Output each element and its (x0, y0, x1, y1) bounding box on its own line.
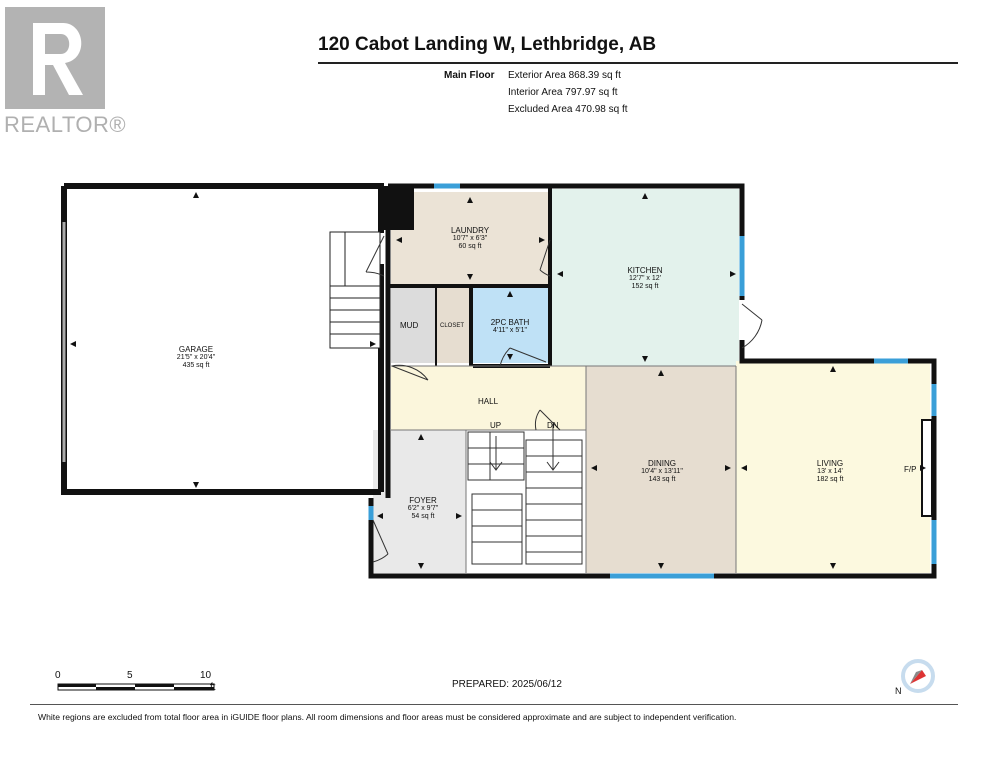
kitchen-fill (551, 189, 739, 367)
scale-unit: ft (210, 682, 216, 693)
garage-stairs (329, 231, 381, 349)
door-swings (365, 235, 763, 563)
room-foyer: FOYER 6'2" x 9'7" 54 sq ft (388, 496, 458, 521)
dining-area: 143 sq ft (648, 476, 676, 483)
excluded-area: Excluded Area 470.98 sq ft (508, 104, 628, 115)
windows (368, 183, 937, 579)
fireplace-label: F/P (904, 465, 917, 474)
stair-arrows (489, 424, 560, 471)
compass-icon (901, 659, 935, 693)
kitchen-name: KITCHEN (627, 266, 663, 275)
kitchen-area: 152 sq ft (631, 283, 659, 290)
interior-area: Interior Area 797.97 sq ft (508, 87, 618, 98)
realtor-r-logo-icon (5, 7, 105, 109)
prepared-date: PREPARED: 2025/06/12 (452, 679, 562, 690)
scale-tick-0: 0 (55, 670, 61, 681)
dining-name: DINING (648, 459, 676, 468)
realtor-wordmark: REALTOR® (4, 112, 126, 138)
page-title: 120 Cabot Landing W, Lethbridge, AB (318, 34, 657, 55)
stair-down-label: DN (547, 421, 559, 430)
room-bath: 2PC BATH 4'11" x 5'1" (475, 318, 545, 335)
dining-dims: 10'4" x 13'11" (641, 468, 683, 475)
floor-label: Main Floor (444, 70, 495, 81)
garage-area: 435 sq ft (182, 362, 210, 369)
scale-bar (57, 683, 215, 691)
room-kitchen: KITCHEN 12'7" x 12' 152 sq ft (605, 266, 685, 291)
room-garage: GARAGE 21'5" x 20'4" 435 sq ft (156, 345, 236, 370)
room-living: LIVING 13' x 14' 182 sq ft (790, 459, 870, 484)
living-dims: 13' x 14' (817, 468, 843, 475)
bath-name: 2PC BATH (490, 318, 530, 327)
title-divider (318, 62, 958, 64)
mud-fill (391, 287, 435, 363)
hall-label: HALL (478, 397, 499, 406)
closet-fill (437, 287, 471, 363)
dining-fill (586, 366, 736, 573)
kitchen-dims: 12'7" x 12' (628, 275, 661, 282)
scale-tick-10: 10 (200, 670, 212, 681)
closet-label: CLOSET (440, 323, 465, 329)
exterior-area: Exterior Area 868.39 sq ft (508, 70, 621, 81)
scale-tick-5: 5 (127, 670, 133, 681)
laundry-area: 60 sq ft (458, 243, 482, 250)
realtor-logo (5, 7, 105, 114)
living-fill (736, 361, 930, 573)
garage-dims: 21'5" x 20'4" (176, 354, 216, 361)
living-name: LIVING (816, 459, 844, 468)
stair-up-label: UP (490, 421, 502, 430)
foyer-area: 54 sq ft (411, 513, 435, 520)
room-dining: DINING 10'4" x 13'11" 143 sq ft (622, 459, 702, 484)
foyer-dims: 6'2" x 9'7" (407, 505, 439, 512)
footer-disclaimer: White regions are excluded from total fl… (38, 712, 737, 722)
living-area: 182 sq ft (816, 476, 844, 483)
room-laundry: LAUNDRY 10'7" x 6'3" 60 sq ft (430, 226, 510, 251)
laundry-dims: 10'7" x 6'3" (452, 235, 488, 242)
hall-fill (391, 366, 586, 430)
thin-walls (391, 365, 737, 573)
realtor-wordmark-text: REALTOR® (4, 112, 127, 137)
bath-dims: 4'11" x 5'1" (493, 327, 527, 334)
garage-name: GARAGE (178, 345, 214, 354)
footer-divider (30, 704, 958, 705)
dimension-arrows (70, 192, 926, 569)
compass-north-label: N (895, 686, 902, 696)
bath-fill (473, 287, 548, 363)
laundry-fill (391, 192, 548, 284)
foyer-name: FOYER (409, 496, 437, 505)
laundry-name: LAUNDRY (450, 226, 490, 235)
mud-label: MUD (400, 321, 419, 330)
